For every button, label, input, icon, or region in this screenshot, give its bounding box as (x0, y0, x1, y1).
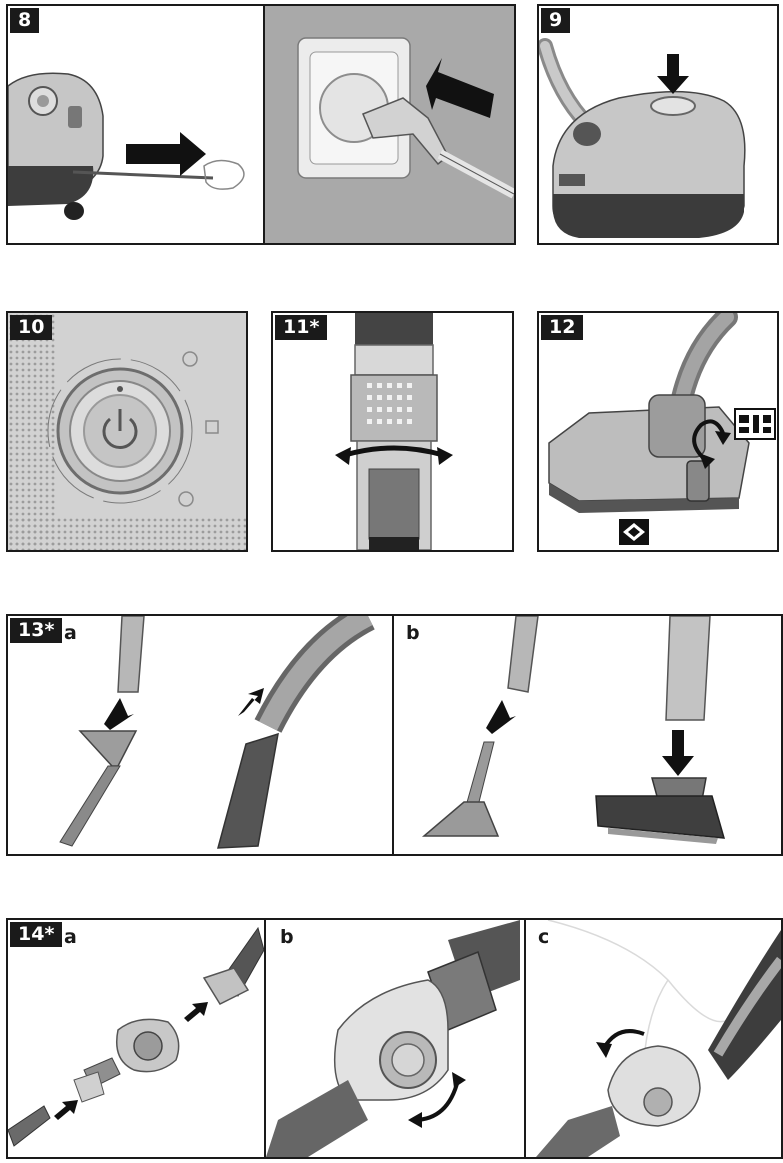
subfigure-label-14c: c (538, 926, 550, 948)
figure-14-divider-right (524, 920, 526, 1157)
upholstery-brush-drawing (595, 777, 726, 844)
step-number-14: 14* (10, 922, 63, 947)
swivel-joint-drawing (607, 1045, 701, 1127)
dial-marker-icons (178, 351, 219, 507)
figure-9: 9 (537, 4, 779, 245)
figure-8-illustration (8, 6, 514, 243)
telescopic-tube-drawing (350, 313, 438, 550)
vacuum-top-drawing (552, 90, 746, 238)
upholstery-nozzle-drawing (78, 730, 138, 767)
switch-pedal-arrow-icon (692, 419, 725, 465)
hard-floor-symbol-icon (619, 519, 649, 545)
arrow-down-icon (662, 730, 694, 776)
carpet-symbol-icon (734, 408, 776, 440)
rotate-arrow-icon (344, 445, 444, 458)
vacuum-body-drawing (8, 72, 104, 220)
step-number-13: 13* (10, 618, 63, 643)
figure-11-illustration (335, 313, 453, 550)
floor-nozzle-drawing (548, 394, 750, 513)
arrow-right-icon (126, 132, 206, 176)
power-cable-drawing (72, 170, 214, 180)
step-number-11: 11* (275, 315, 328, 340)
figure-11: 11* (271, 311, 514, 552)
figure-13-divider (392, 616, 394, 854)
figure-13-illustration (59, 616, 726, 849)
step-number-10: 10 (10, 315, 53, 340)
crevice-nozzle-drawing (217, 732, 279, 849)
arrow-down-icon (657, 54, 689, 94)
tube-end-drawing (665, 616, 711, 721)
figure-8: 8 (6, 4, 516, 245)
subfigure-label-13b: b (406, 622, 420, 644)
arrow-down-left-icon (238, 688, 264, 716)
grille-texture-bottom (8, 518, 246, 550)
figure-14: 14* a b c (6, 918, 783, 1159)
figure-14-illustration (8, 920, 781, 1157)
step-number-12: 12 (541, 315, 584, 340)
arrow-up-left-icon (426, 58, 494, 118)
arrow-down-left-icon (184, 1002, 208, 1022)
subfigure-label-13a: a (64, 622, 77, 644)
figure-14-divider-left (264, 920, 266, 1157)
tube-grip-holes (367, 383, 412, 424)
tube-end-drawing (117, 616, 145, 693)
arrow-up-icon (486, 700, 516, 734)
figure-9-illustration (539, 38, 746, 238)
grille-texture-left (8, 313, 56, 550)
small-nozzle-drawing (421, 801, 500, 837)
arrow-up-right-icon (54, 1100, 78, 1120)
subfigure-label-14a: a (64, 926, 77, 948)
subfigure-label-14b: b (280, 926, 294, 948)
power-dial-drawing (47, 358, 193, 504)
step-number-9: 9 (541, 8, 571, 33)
wire-drawing (547, 920, 729, 1023)
cable-plug-drawing (203, 159, 245, 190)
figure-10-illustration (8, 313, 246, 550)
figure-13: 13* a b (6, 614, 783, 856)
figure-10: 10 (6, 311, 248, 552)
figure-12-illustration (548, 313, 776, 545)
figure-12: 12 (537, 311, 779, 552)
plug-drawing (362, 97, 514, 199)
tube-end-drawing (507, 616, 539, 693)
step-number-8: 8 (10, 8, 40, 33)
arrow-up-icon (104, 698, 134, 730)
